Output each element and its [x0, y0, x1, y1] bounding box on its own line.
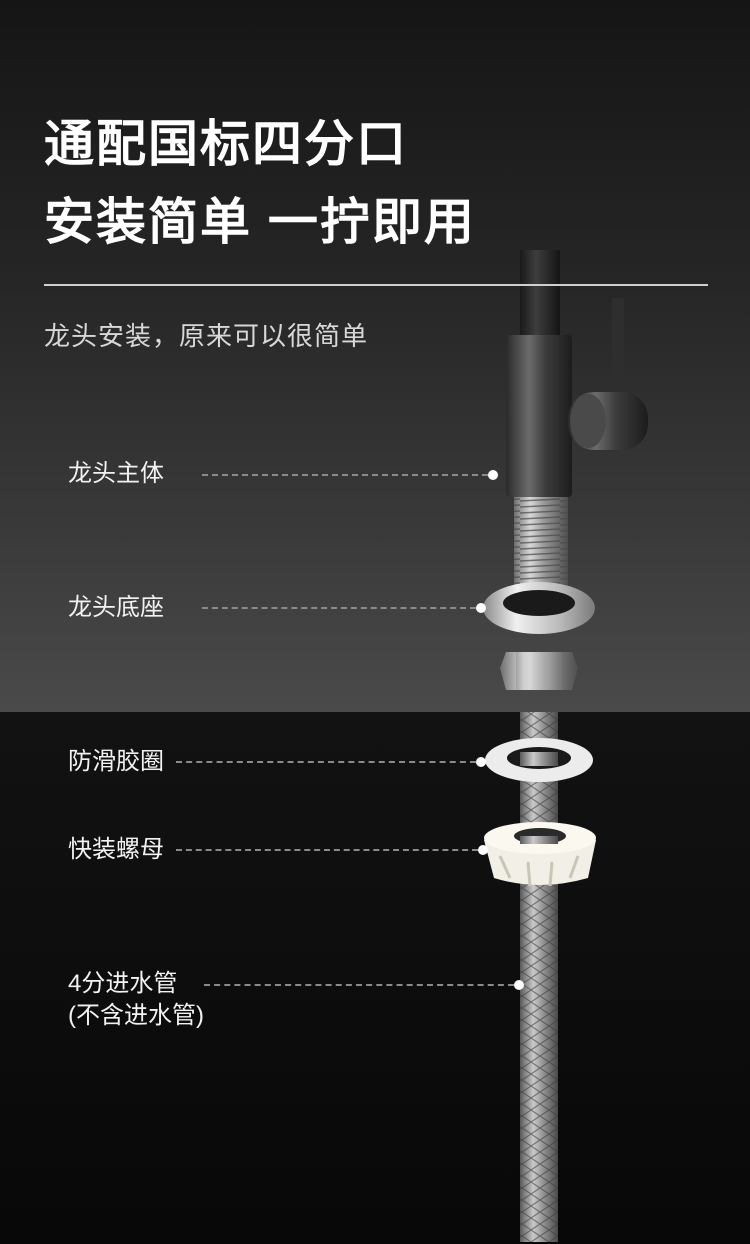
label-inlet-hose: 4分进水管 (不含进水管): [68, 968, 204, 1032]
subtitle: 龙头安装，原来可以很简单: [44, 321, 369, 351]
label-faucet-base: 龙头底座: [68, 594, 164, 621]
pointer-dot-anti-slip-washer: [476, 757, 486, 767]
leader-faucet-body: [202, 474, 488, 476]
label-quick-nut: 快装螺母: [68, 836, 164, 863]
inlet-hose-label: 4分进水管: [68, 970, 178, 997]
pointer-dot-quick-nut: [478, 845, 488, 855]
leader-quick-nut: [176, 849, 478, 851]
background-upper: [0, 0, 750, 712]
leader-faucet-base: [202, 607, 476, 609]
divider-line: [44, 284, 708, 286]
pointer-dot-faucet-body: [488, 470, 498, 480]
headline-line-1: 通配国标四分口: [44, 116, 408, 172]
leader-anti-slip-washer: [176, 761, 476, 763]
pointer-dot-faucet-base: [476, 603, 486, 613]
leader-inlet-hose: [204, 984, 514, 986]
headline-line-2: 安装简单 一拧即用: [44, 194, 476, 250]
label-faucet-body: 龙头主体: [68, 460, 164, 487]
label-anti-slip-washer: 防滑胶圈: [68, 748, 164, 775]
pointer-dot-inlet-hose: [514, 980, 524, 990]
inlet-hose-note: (不含进水管): [68, 1002, 204, 1029]
background-lower: [0, 712, 750, 1244]
